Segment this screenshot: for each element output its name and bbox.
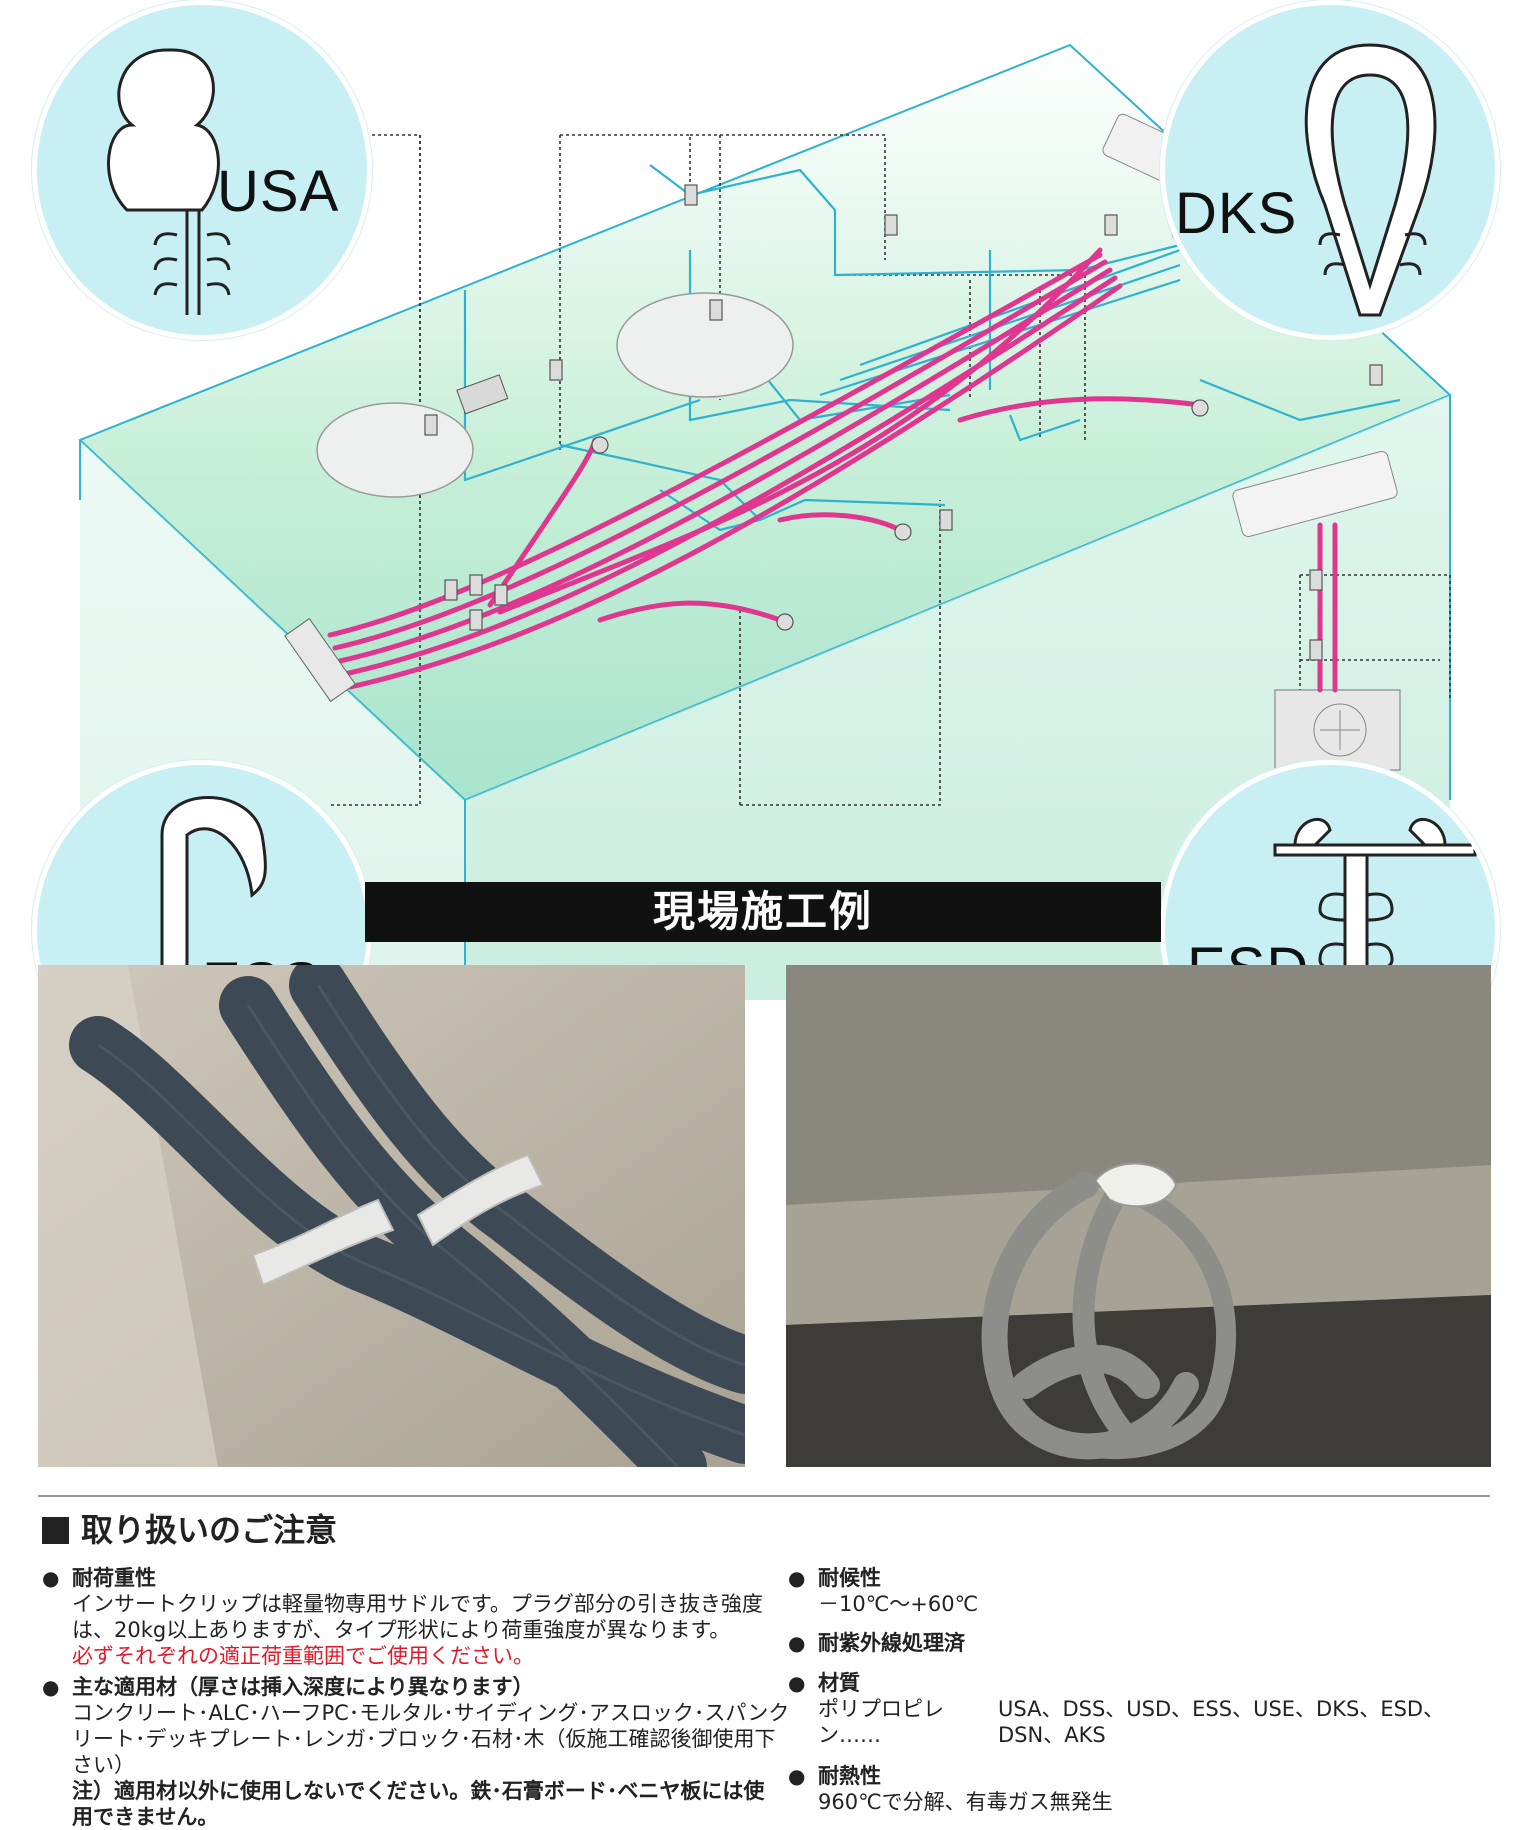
junction-box [456,374,509,415]
note-materials-line1: コンクリート･ALC･ハーフPC･モルタル･サイディング･アスロック･スパンク [72,1701,790,1725]
note-weather: 耐候性 －10℃～+60℃ [788,1565,1488,1617]
photo-conduit-clips [38,965,745,1467]
note-weather-value: －10℃～+60℃ [818,1592,979,1616]
indoor-unit-lower [1232,450,1398,538]
dks-clip-icon [1304,43,1437,317]
note-materials-heading: 主な適用材（厚さは挿入深度により異なります） [42,1674,792,1700]
note-materials-line2: リート･デッキプレート･レンガ･ブロック･石材･木（仮施工確認後御使用下さい） [72,1727,776,1777]
note-heat: 耐熱性 960℃で分解、有毒ガス無発生 [788,1763,1488,1815]
note-heat-value: 960℃で分解、有毒ガス無発生 [818,1790,1113,1814]
note-heat-heading: 耐熱性 [788,1763,1488,1789]
note-load-line1: インサートクリップは軽量物専用サドルです。プラグ部分の引き抜き強度 [72,1592,763,1616]
ceiling-light-left [316,402,474,498]
note-materials-line3: 注）適用材以外に使用しないでください。鉄･石膏ボード･ベニヤ板には使 [72,1779,765,1803]
note-load-heading: 耐荷重性 [42,1565,782,1591]
conduit-rack [284,617,356,703]
usa-clip-icon [107,48,231,315]
note-quality-heading: 材質 [788,1670,1488,1696]
photo-cable-hook [786,965,1491,1467]
badge-label-dks: DKS [1175,181,1298,246]
pink-cables [327,247,1338,693]
note-weather-heading: 耐候性 [788,1565,1488,1591]
ceiling-light-right [616,292,794,398]
note-quality-value: USA、DSS、USD、ESS、USE、DKS、ESD、DSN、AKS [998,1697,1445,1747]
square-bullet-icon [42,1517,69,1544]
note-quality-name: ポリプロピレン…… [818,1697,944,1747]
note-uv: 耐紫外線処理済 [788,1630,1488,1656]
badge-usa: USA [32,0,372,340]
note-materials-line4: 用できません。 [72,1805,219,1829]
note-load-warning: 必ずそれぞれの適正荷重範囲でご使用ください。 [72,1644,534,1668]
note-load: 耐荷重性 インサートクリップは軽量物専用サドルです。プラグ部分の引き抜き強度 は… [42,1565,782,1669]
notes-divider [38,1495,1490,1497]
note-uv-heading: 耐紫外線処理済 [788,1630,1488,1656]
note-quality: 材質 ポリプロピレン…… USA、DSS、USD、ESS、USE、DKS、ESD… [788,1670,1488,1748]
note-materials: 主な適用材（厚さは挿入深度により異なります） コンクリート･ALC･ハーフPC･… [42,1674,792,1830]
notes-title-text: 取り扱いのご注意 [81,1511,338,1549]
note-load-line2: は、20kg以上ありますが、タイプ形状により荷重強度が異なります。 [72,1618,731,1642]
badge-dks: DKS [1160,0,1500,340]
notes-title: 取り扱いのご注意 [42,1505,337,1551]
badge-label-usa: USA [217,159,340,224]
section-banner: 現場施工例 [365,882,1161,942]
